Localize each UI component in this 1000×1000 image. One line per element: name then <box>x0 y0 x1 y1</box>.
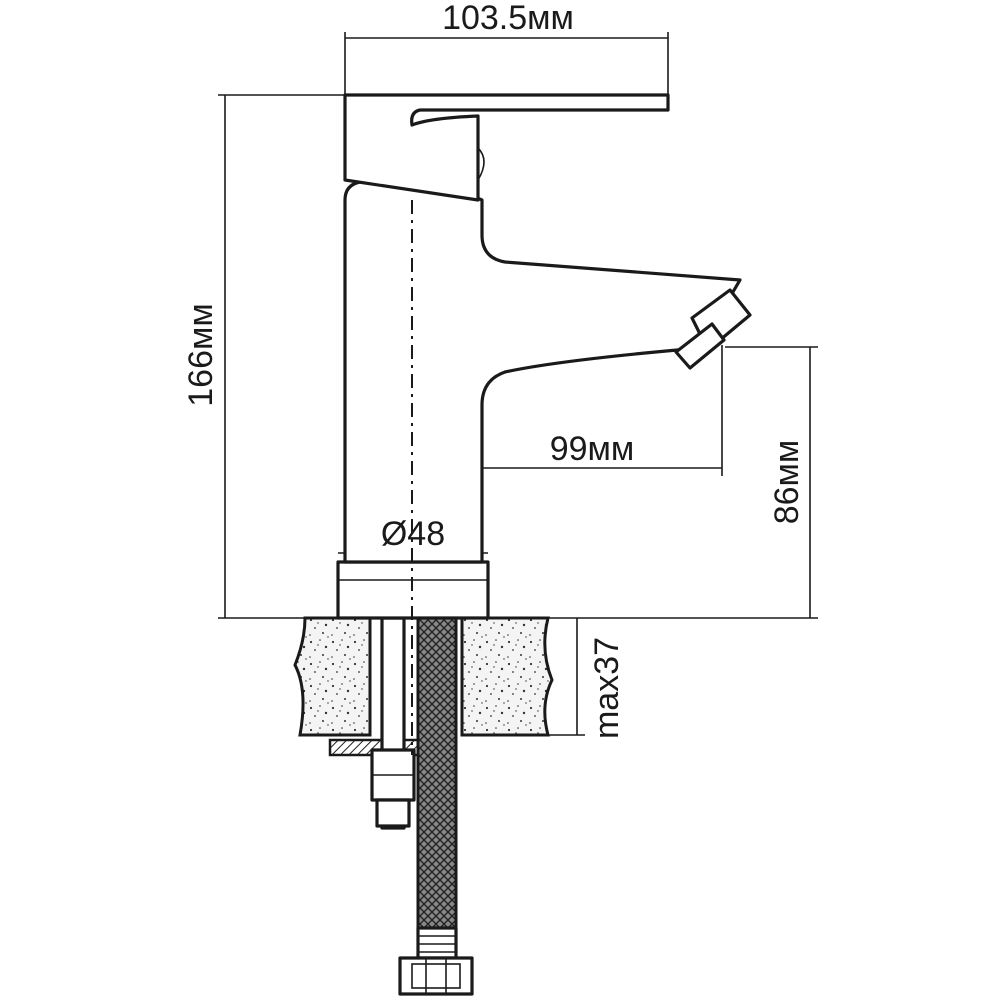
countertop-section <box>293 616 554 737</box>
lever-handle <box>343 93 670 202</box>
dimension-labels: 103.5мм 166мм 99мм 86мм Ø48 max37 <box>182 0 806 739</box>
max-counter-thickness-label: max37 <box>588 637 626 739</box>
spout-reach-label: 99мм <box>550 430 635 468</box>
mounting-stud <box>328 616 422 830</box>
overall-height-label: 166мм <box>182 303 220 406</box>
spout-height-label: 86мм <box>768 440 806 525</box>
overall-width-label: 103.5мм <box>442 0 574 37</box>
aerator <box>674 288 752 370</box>
base-diameter-label: Ø48 <box>381 515 445 553</box>
